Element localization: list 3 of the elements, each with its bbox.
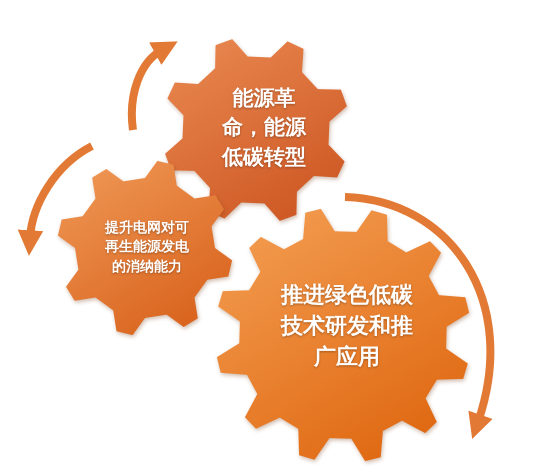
gear-label: 能源革命，能源低碳转型 — [221, 85, 307, 171]
gear-label: 提升电网对可再生能源发电的消纳能力 — [104, 218, 190, 277]
gear-label: 推进绿色低碳技术研发和推广应用 — [280, 282, 414, 372]
